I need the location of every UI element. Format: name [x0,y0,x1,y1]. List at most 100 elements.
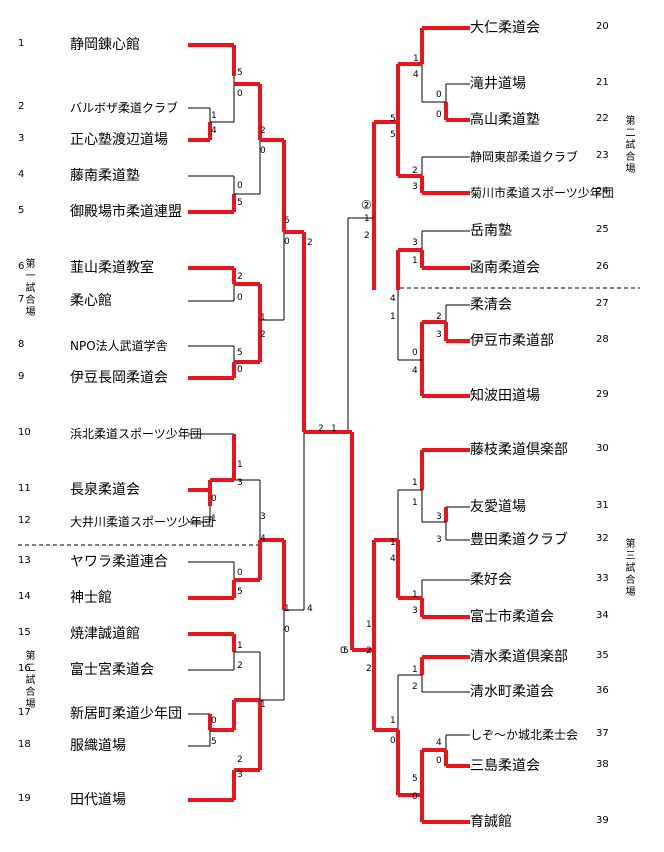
score-label: 2 [364,231,370,241]
score-label: 1 [412,256,418,266]
team-name: 静岡錬心館 [70,37,140,53]
score-label: 2 [412,166,418,176]
team-number: 10 [18,427,31,438]
team-number: 4 [18,169,25,180]
score-label: 5 [412,774,418,784]
team-name: 富士宮柔道会 [70,662,154,678]
score-label: 1 [412,665,418,675]
team-number: 25 [596,224,609,235]
team-number: 12 [18,515,31,526]
team-name: 清水町柔道会 [470,684,554,700]
team-number: 11 [18,483,31,494]
score-label: 1 [211,514,217,524]
team-number: 18 [18,739,31,750]
team-number: 31 [596,500,609,511]
score-label: 0 [436,110,442,120]
team-number: 9 [18,371,25,382]
score-label: 1 [237,641,243,651]
score-label: 1 [412,478,418,488]
score-label: 2 [436,312,442,322]
team-name: 大仁柔道会 [470,20,540,36]
team-name: 富士市柔道会 [470,609,554,625]
team-name: 豊田柔道クラブ [470,532,568,548]
team-name: NPO法人武道学舎 [70,339,168,353]
team-name: 三島柔道会 [470,758,540,774]
team-number: 39 [596,815,609,826]
team-number: 17 [18,707,31,718]
score-label: 2 [307,238,313,248]
venue-label-first: 第一試合場 [23,258,34,318]
score-label: 0 [436,90,442,100]
score-label: 1 [390,538,396,548]
team-number: 28 [596,334,609,345]
score-label: 2 [260,126,266,136]
team-number: 2 [18,101,25,112]
team-number: 24 [596,186,609,197]
venue-label-second: 第二試合場 [23,650,34,710]
final-marker: ② [361,198,372,212]
score-label: 1 [284,604,290,614]
team-name: 高山柔道塾 [470,112,540,128]
team-number: 36 [596,685,609,696]
score-label: 0 [412,792,418,802]
team-name: 浜北柔道スポーツ少年団 [70,427,202,441]
team-name: ヤワラ柔道連合 [70,554,168,570]
team-name: 長泉柔道会 [70,482,140,498]
score-label: 3 [436,512,442,522]
score-label: 0 [237,568,243,578]
team-number: 26 [596,261,609,272]
score-label: 4 [436,738,442,748]
team-name: 服織道場 [70,738,126,754]
team-number: 15 [18,627,31,638]
team-number: 38 [596,759,609,770]
team-number: 33 [596,573,609,584]
team-number: 30 [596,443,609,454]
score-label: 5 [237,348,243,358]
score-label: 1 [366,620,372,630]
score-label: 4 [307,604,313,614]
team-name: 神士館 [70,590,112,606]
team-number: 6 [18,261,25,272]
team-number: 1 [18,38,25,49]
score-label: 3 [260,512,266,522]
score-label: 3 [412,606,418,616]
team-name: 正心塾渡辺道場 [70,132,168,148]
team-name: 田代道場 [70,792,126,808]
score-label: 2 [237,755,243,765]
team-name: 岳南塾 [470,223,512,239]
score-label: 5 [390,130,396,140]
score-label: 1 [260,700,266,710]
team-number: 16 [18,663,31,674]
score-label: 0 [340,646,346,656]
score-label: 1 [412,498,418,508]
score-label: 2 [237,661,243,671]
score-label: 0 [436,756,442,766]
team-number: 8 [18,339,25,350]
score-label: 4 [412,366,418,376]
score-label: 5 [237,198,243,208]
team-name: 育誠館 [470,814,512,830]
score-label: 2 [366,646,372,656]
team-number: 27 [596,298,609,309]
score-label: 4 [260,534,266,544]
team-name: 滝井道場 [470,76,526,92]
team-name: 函南柔道会 [470,260,540,276]
team-name: 柔清会 [470,297,512,313]
team-number: 3 [18,133,25,144]
score-label: 4 [413,70,419,80]
team-name: 御殿場市柔道連盟 [70,204,182,220]
score-label: 0 [237,293,243,303]
team-name: 大井川柔道スポーツ少年団 [70,515,214,529]
team-name: 柔好会 [470,572,512,588]
score-label: 3 [412,238,418,248]
score-label: 1 [390,312,396,322]
score-label: 3 [436,330,442,340]
score-label: 1 [211,111,217,121]
score-label: 2 [366,664,372,674]
team-number: 7 [18,294,25,305]
score-label: 0 [284,237,290,247]
team-name: 菊川市柔道スポーツ少年団 [470,186,614,200]
team-name: 清水柔道倶楽部 [470,649,568,665]
score-label: 1 [331,424,337,434]
